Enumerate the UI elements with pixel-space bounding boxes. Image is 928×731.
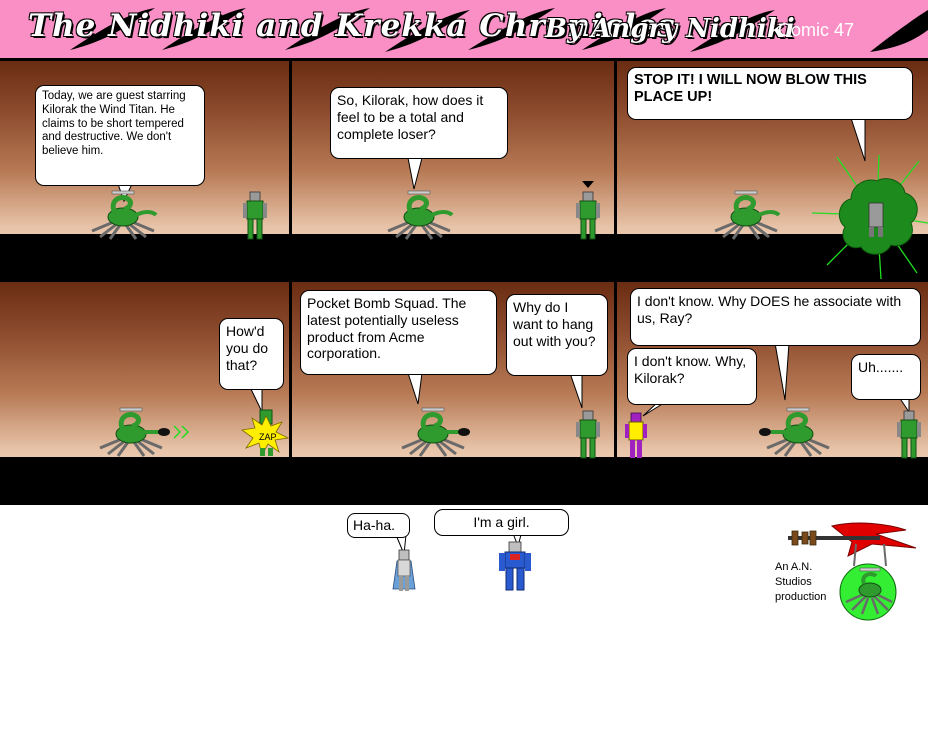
zap-sfx	[240, 409, 289, 457]
vezok-character	[625, 412, 647, 458]
panel-floor	[617, 457, 928, 505]
comic-row-2: How'd you do that? ZAP Pocket Bomb Squad…	[0, 282, 928, 505]
panel-5: Pocket Bomb Squad. The latest potentiall…	[292, 282, 614, 505]
nidhiki-character	[759, 407, 830, 457]
comic-number: Comic 47	[778, 20, 855, 40]
krekka-character	[897, 410, 921, 459]
speech-bubble: How'd you do that?	[219, 318, 284, 390]
panel-1: Today, we are guest starring Kilorak the…	[0, 61, 289, 282]
bubble-tail	[774, 342, 790, 401]
title-banner: The Nidhiki and Krekka Chronicles By Ang…	[0, 0, 928, 58]
krekka-character	[576, 410, 600, 459]
comic-row-1: Today, we are guest starring Kilorak the…	[0, 58, 928, 282]
panel-floor	[292, 234, 614, 282]
speech-bubble: So, Kilorak, how does it feel to be a to…	[330, 87, 508, 159]
speech-bubble: I don't know. Why, Kilorak?	[627, 348, 757, 405]
speech-bubble: I don't know. Why DOES he associate with…	[630, 288, 921, 346]
panel-2: So, Kilorak, how does it feel to be a to…	[292, 61, 614, 282]
blue-robot-character	[499, 541, 531, 591]
nidhiki-character	[714, 190, 781, 240]
speech-bubble: Why do I want to hang out with you?	[506, 294, 608, 376]
bubble-tail	[850, 117, 866, 162]
speech-bubble: Today, we are guest starring Kilorak the…	[35, 85, 205, 186]
author-byline: By Angry Nidhiki	[545, 14, 795, 44]
zap-sfx-text: ZAP	[259, 432, 277, 442]
bubble-tail	[569, 372, 583, 409]
krekka-character	[243, 191, 267, 240]
nidhiki-character	[91, 190, 158, 240]
panel-floor	[0, 457, 289, 505]
nidhiki-character	[99, 407, 190, 457]
swirl-decorations	[70, 8, 928, 52]
panel-floor	[292, 457, 614, 505]
studio-credit: An A.N. Studios production	[775, 561, 827, 603]
speech-bubble: Uh.......	[851, 354, 921, 400]
panel-4: How'd you do that? ZAP	[0, 282, 289, 505]
studio-logo	[788, 522, 917, 621]
nidhiki-character	[387, 190, 454, 240]
explosion-burst	[811, 154, 928, 280]
speech-bubble: I'm a girl.	[434, 509, 569, 536]
bubble-tail	[407, 157, 423, 190]
caped-character	[392, 549, 416, 591]
speech-bubble: STOP IT! I WILL NOW BLOW THIS PLACE UP!	[627, 67, 913, 120]
panel-6: I don't know. Why DOES he associate with…	[617, 282, 928, 505]
speech-bubble: Ha-ha.	[347, 513, 410, 538]
bubble-tail	[407, 372, 423, 405]
nidhiki-character	[401, 407, 470, 457]
panel-floor	[0, 234, 289, 282]
speech-bubble: Pocket Bomb Squad. The latest potentiall…	[300, 290, 497, 375]
comic-title: The Nidhiki and Krekka Chronicles	[28, 8, 676, 44]
krekka-character	[576, 181, 600, 240]
panel-3: STOP IT! I WILL NOW BLOW THIS PLACE UP!	[617, 61, 928, 282]
